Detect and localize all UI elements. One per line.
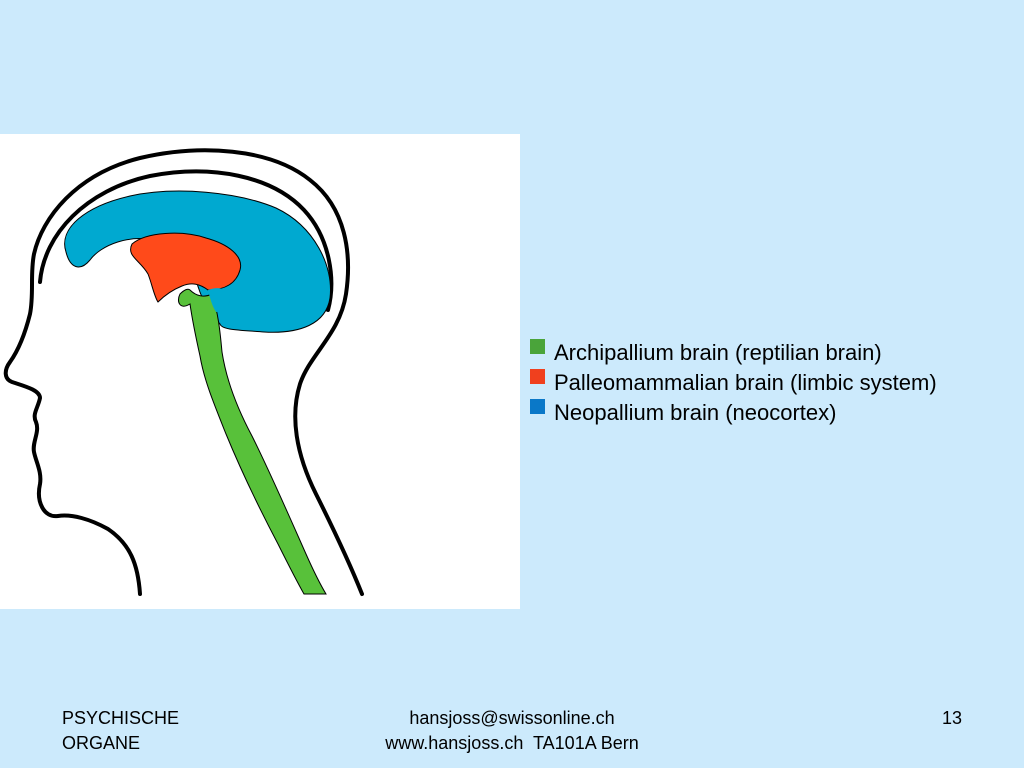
legend-item-palleomammalian: Palleomammalian brain (limbic system) [530,368,1010,398]
legend-swatch-red [530,369,545,384]
footer-section-title: PSYCHISCHE ORGANE [62,706,262,756]
legend-label-palleomammalian: Palleomammalian brain (limbic system) [554,370,937,395]
legend-label-neopallium: Neopallium brain (neocortex) [554,400,837,425]
footer-title-line1: PSYCHISCHE [62,708,180,728]
legend-item-archipallium: Archipallium brain (reptilian brain) [530,338,1010,368]
footer-email: hansjoss@swissonline.ch [409,708,615,728]
brainstem-shape [177,288,327,595]
brain-legend: Archipallium brain (reptilian brain) Pal… [530,338,1010,428]
limbic-shape [130,232,242,303]
brain-diagram-panel [0,134,520,609]
legend-swatch-blue [530,399,545,414]
page-number: 13 [941,708,962,728]
head-brain-diagram [3,148,364,596]
cerebellum-shape [208,288,230,312]
legend-swatch-green [530,339,545,354]
skull-outline [38,169,334,312]
legend-item-neopallium: Neopallium brain (neocortex) [530,398,1010,428]
head-outline [3,148,364,596]
footer-contact: hansjoss@swissonline.ch www.hansjoss.ch … [312,706,712,756]
footer-website: www.hansjoss.ch TA101A Bern [385,733,639,753]
legend-label-archipallium: Archipallium brain (reptilian brain) [554,340,882,365]
footer-title-line2: ORGANE [62,733,141,753]
